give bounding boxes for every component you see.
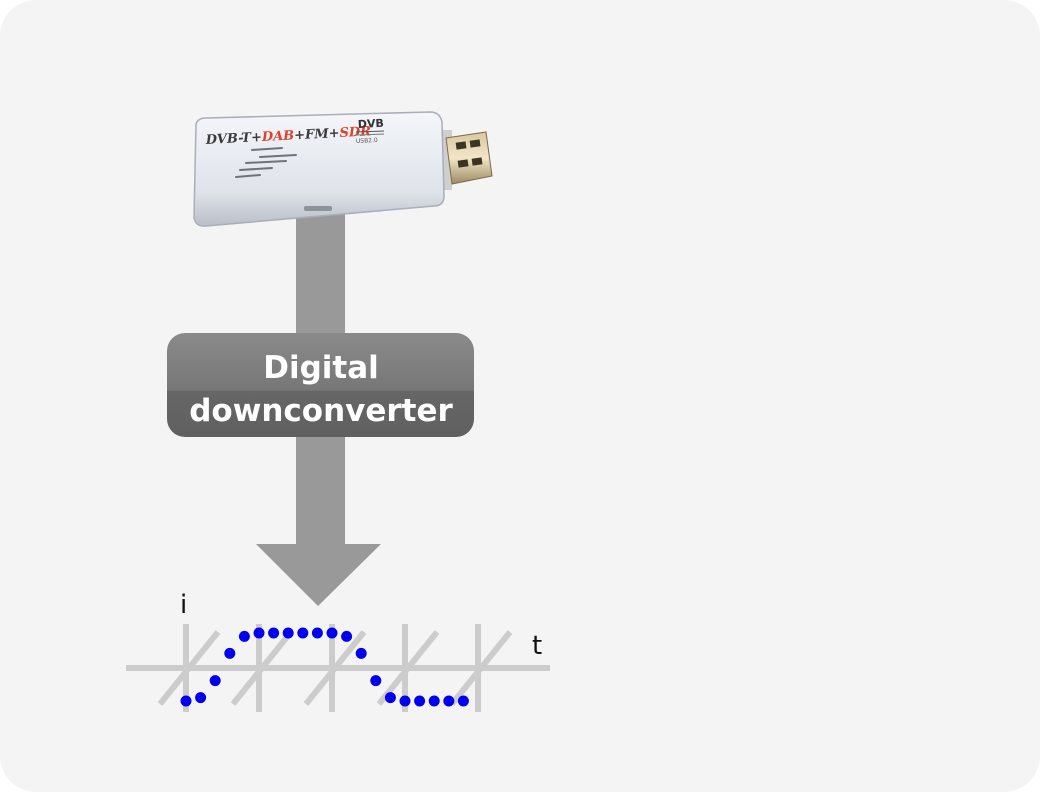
converter-line-2: downconverter (189, 393, 453, 429)
sample-dot (180, 695, 192, 707)
diagonal-4 (376, 630, 440, 706)
svg-text:DVB: DVB (357, 117, 384, 131)
sample-dot (399, 695, 411, 707)
diagonal-3 (303, 630, 367, 706)
sample-dot (268, 627, 280, 639)
sample-dot (282, 627, 294, 639)
sample-dot (253, 627, 265, 639)
dvb-logo: DVB USB2.0 (356, 117, 384, 145)
digital-downconverter-box: Digital downconverter (167, 333, 474, 437)
sample-dot (414, 695, 426, 707)
dongle-label: DVB-T+DAB+FM+SDR (204, 124, 371, 148)
dongle-decoration (235, 147, 297, 178)
waveform-axes (126, 624, 550, 712)
diagonal-2 (230, 630, 294, 706)
sample-dot (297, 627, 309, 639)
waveform-samples (180, 627, 469, 707)
sample-dot (341, 630, 353, 642)
sample-dot (209, 675, 221, 687)
sample-dot (238, 630, 250, 642)
y-axis-label: i (180, 590, 187, 620)
sample-dot (224, 647, 236, 659)
x-axis-label: t (532, 631, 542, 661)
sample-dot (443, 695, 455, 707)
sample-dot (384, 692, 396, 704)
converter-line-1: Digital (263, 350, 379, 386)
sample-dot (311, 627, 323, 639)
diagonal-5 (449, 630, 513, 706)
sample-dot (195, 692, 207, 704)
usb-connector (436, 130, 493, 190)
sample-dot (355, 647, 367, 659)
sample-dot (457, 695, 469, 707)
sdr-dongle-image: DVB-T+DAB+FM+SDR DVB USB2.0 (193, 111, 493, 227)
diagonal-1 (157, 630, 221, 706)
sample-dot (428, 695, 440, 707)
sample-dot (370, 675, 382, 687)
waveform-plot: i t (126, 590, 550, 712)
svg-text:USB2.0: USB2.0 (356, 137, 378, 145)
sample-dot (326, 627, 338, 639)
